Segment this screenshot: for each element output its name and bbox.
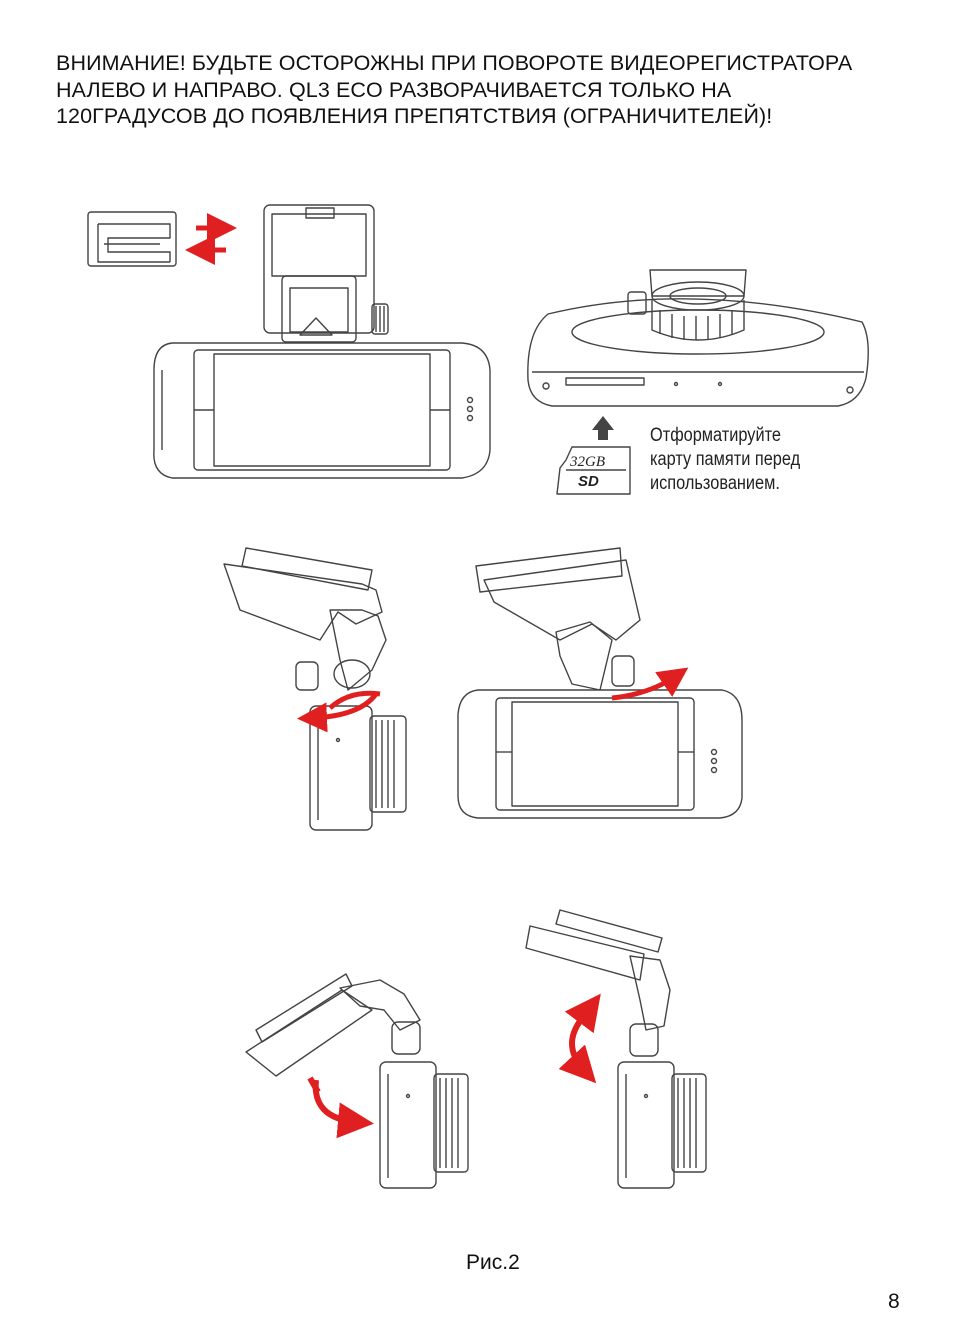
dashcam-tilt-view-left: [246, 974, 468, 1188]
sd-caption-line-1: Отформатируйте: [650, 425, 781, 446]
rotation-arrow-2: [612, 667, 689, 698]
sd-caption-line-3: использованием.: [650, 473, 780, 494]
warning-text: ВНИМАНИЕ! БУДЬТЕ ОСТОРОЖНЫ ПРИ ПОВОРОТЕ …: [56, 50, 936, 130]
warning-line-2: НАЛЕВО И НАПРАВО. QL3 ECO РАЗВОРАЧИВАЕТС…: [56, 77, 732, 102]
tilt-arrow-2: [558, 993, 601, 1084]
dashcam-top-view: [528, 270, 868, 406]
dashcam-angled-front-view: [458, 548, 742, 818]
dashcam-side-view-rotate: [224, 548, 406, 830]
sd-caption-line-2: карту памяти перед: [650, 449, 801, 470]
rotation-arrow-1: [297, 693, 380, 733]
dashcam-front-view: [154, 205, 490, 478]
slide-direction-arrows: [185, 213, 237, 265]
sd-card-icon: [557, 447, 630, 494]
warning-line-3: 120ГРАДУСОВ ДО ПОЯВЛЕНИЯ ПРЕПЯТСТВИЯ (ОГ…: [56, 104, 773, 128]
sd-card-capacity-label: 32GB: [569, 454, 605, 470]
sd-format-caption: Отформатируйте карту памяти перед исполь…: [650, 424, 800, 496]
mount-slide-clip: [88, 212, 176, 266]
page-number: 8: [888, 1290, 900, 1313]
sd-card-logo: SD: [578, 473, 599, 490]
warning-line-1: ВНИМАНИЕ! БУДЬТЕ ОСТОРОЖНЫ ПРИ ПОВОРОТЕ …: [56, 51, 853, 75]
tilt-arrow-1: [310, 1078, 374, 1139]
insert-up-arrow: [592, 416, 614, 440]
figure-label: Рис.2: [466, 1251, 520, 1274]
dashcam-tilt-view-right: [526, 910, 706, 1188]
